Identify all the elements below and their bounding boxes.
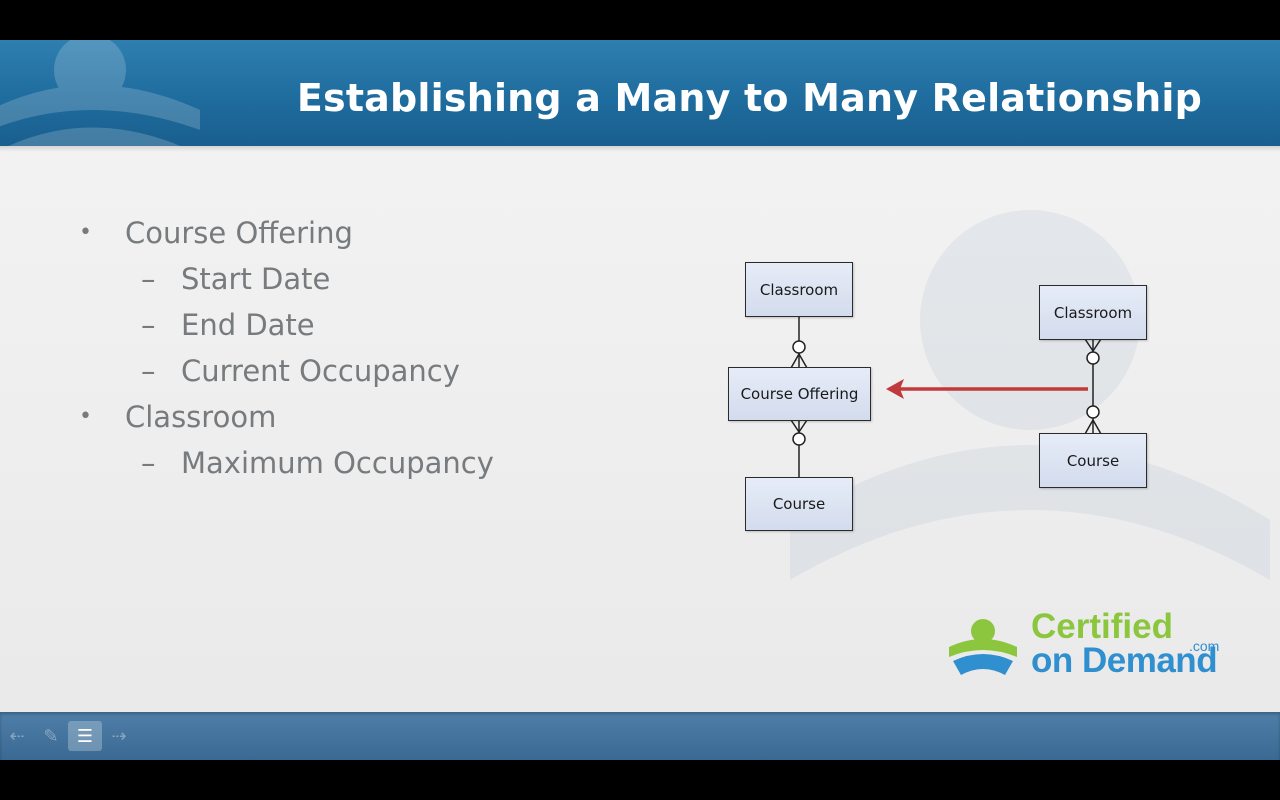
entity-course-right: Course xyxy=(1039,433,1147,488)
bullet-marker: • xyxy=(79,220,92,245)
er-diagram-connectors xyxy=(790,317,1102,478)
entity-course: Course xyxy=(745,477,853,531)
bullet-marker: – xyxy=(141,354,156,388)
bullet-text: Classroom xyxy=(125,400,277,434)
logo-icon xyxy=(949,619,1017,675)
logo-text-on-demand: on Demand xyxy=(1031,641,1218,680)
bullet-item: – Current Occupancy xyxy=(141,353,460,389)
bullet-item: – End Date xyxy=(141,307,315,343)
slide-header: Establishing a Many to Many Relationship xyxy=(0,40,1280,146)
logo-text-suffix: .com xyxy=(1189,638,1220,654)
bullet-text: Start Date xyxy=(181,262,331,296)
entity-classroom: Classroom xyxy=(745,262,853,317)
bullet-text: End Date xyxy=(181,308,315,342)
back-icon[interactable]: ⇠ xyxy=(9,725,25,747)
bullet-item: • Classroom xyxy=(79,399,277,435)
bullet-item: – Maximum Occupancy xyxy=(141,445,494,481)
bullet-text: Maximum Occupancy xyxy=(181,446,494,480)
bullet-text: Current Occupancy xyxy=(181,354,460,388)
bullet-text: Course Offering xyxy=(125,216,353,250)
bullet-marker: – xyxy=(141,446,156,480)
slide: Establishing a Many to Many Relationship… xyxy=(0,40,1280,760)
bullet-marker: • xyxy=(79,404,92,429)
slide-title: Establishing a Many to Many Relationship xyxy=(296,76,1202,120)
brand-watermark-icon xyxy=(0,40,200,146)
player-controls-bar: ⇠ ✎ ☰ ⇢ xyxy=(0,712,1280,760)
entity-classroom-right: Classroom xyxy=(1039,285,1147,340)
forward-icon[interactable]: ⇢ xyxy=(111,725,127,747)
header-shadow xyxy=(0,146,1280,152)
bullet-item: • Course Offering xyxy=(79,215,353,251)
logo-text-certified: Certified xyxy=(1031,607,1173,646)
entity-course-offering: Course Offering xyxy=(728,367,871,421)
notes-icon[interactable]: ☰ xyxy=(68,721,102,751)
pencil-icon[interactable]: ✎ xyxy=(43,725,59,747)
bullet-item: – Start Date xyxy=(141,261,331,297)
bullet-marker: – xyxy=(141,262,156,296)
background-watermark-icon xyxy=(790,210,1270,580)
bullet-marker: – xyxy=(141,308,156,342)
